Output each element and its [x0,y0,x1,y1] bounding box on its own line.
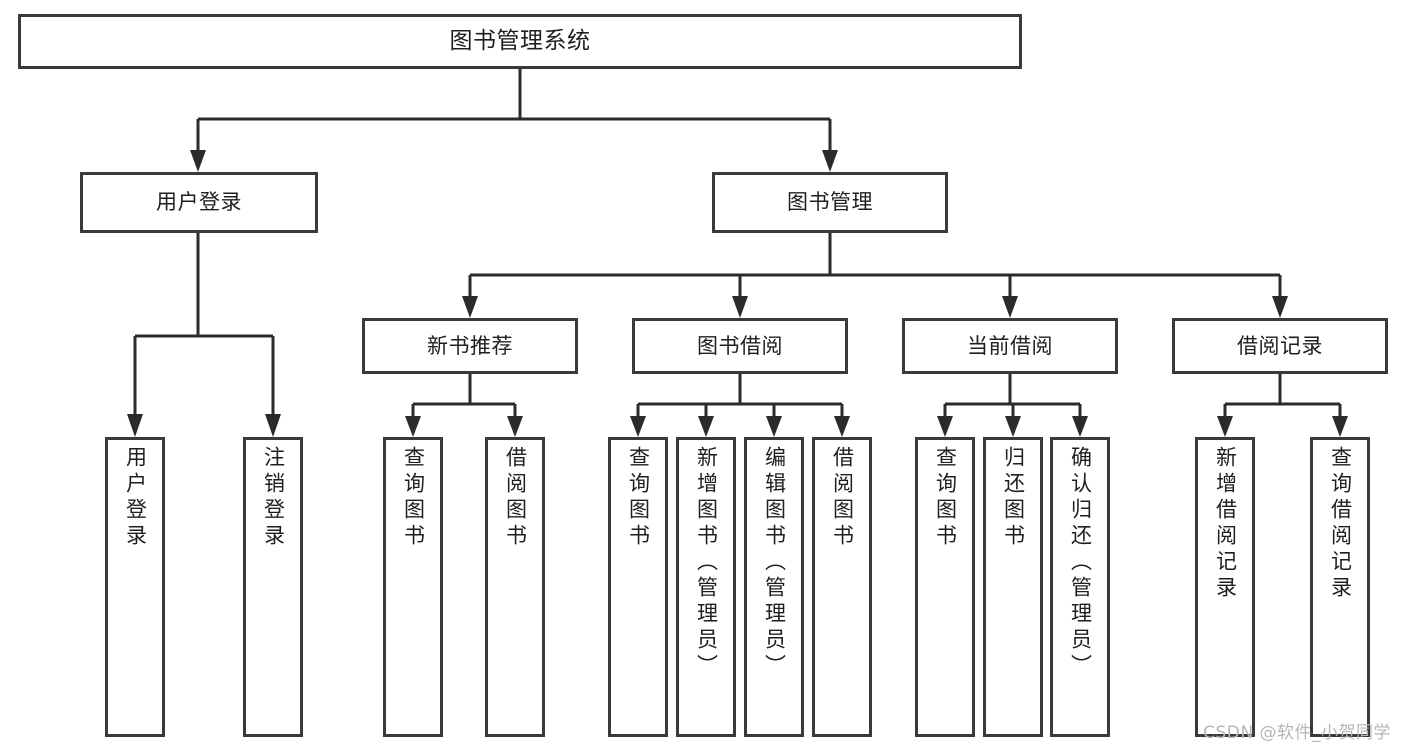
node-label: 用户登录 [123,446,148,550]
leaf-user-login[interactable]: 用户登录 [105,437,165,737]
leaf-query-book-recommend[interactable]: 查询图书 [383,437,443,737]
node-label: 借阅记录 [1237,333,1323,358]
leaf-query-book-borrow[interactable]: 查询图书 [608,437,668,737]
connector-user-login-stem [127,233,281,437]
leaf-borrow-book-recommend[interactable]: 借阅图书 [485,437,545,737]
node-label: 确认归还（管理员） [1068,446,1093,680]
leaf-confirm-return-admin[interactable]: 确认归还（管理员） [1050,437,1110,737]
node-label: 图书借阅 [697,333,783,358]
leaf-logout[interactable]: 注销登录 [243,437,303,737]
connector-current-stem [937,374,1088,437]
node-label: 新书推荐 [427,333,513,358]
connector-new-rec-stem [405,374,523,437]
leaf-borrow-book[interactable]: 借阅图书 [812,437,872,737]
node-root-system[interactable]: 图书管理系统 [18,14,1022,69]
node-current-borrow[interactable]: 当前借阅 [902,318,1118,374]
node-label: 归还图书 [1001,446,1026,550]
node-label: 查询借阅记录 [1328,446,1353,602]
node-label: 图书管理系统 [449,28,591,55]
node-label: 图书管理 [787,190,873,215]
node-book-management[interactable]: 图书管理 [712,172,948,233]
leaf-query-book-current[interactable]: 查询图书 [915,437,975,737]
node-book-borrow[interactable]: 图书借阅 [632,318,848,374]
connector-borrow-stem [630,374,850,437]
csdn-watermark: CSDN @软件_小贺同学 [1203,723,1391,743]
leaf-add-book-admin[interactable]: 新增图书（管理员） [676,437,736,737]
leaf-add-borrow-record[interactable]: 新增借阅记录 [1195,437,1255,737]
connector-root-bus [190,117,838,172]
node-label: 查询图书 [933,446,958,550]
node-label: 用户登录 [156,190,242,215]
node-borrow-history[interactable]: 借阅记录 [1172,318,1388,374]
node-label: 编辑图书（管理员） [762,446,787,680]
node-label: 新增图书（管理员） [694,446,719,680]
node-label: 当前借阅 [967,333,1053,358]
node-label: 注销登录 [261,446,286,550]
node-label: 查询图书 [626,446,651,550]
leaf-query-borrow-record[interactable]: 查询借阅记录 [1310,437,1370,737]
node-label: 查询图书 [401,446,426,550]
node-user-login[interactable]: 用户登录 [80,172,318,233]
connector-book-mgmt-stem [462,233,1288,318]
node-new-book-recommend[interactable]: 新书推荐 [362,318,578,374]
connector-history-stem [1217,374,1348,437]
node-label: 新增借阅记录 [1213,446,1238,602]
leaf-edit-book-admin[interactable]: 编辑图书（管理员） [744,437,804,737]
node-label: 借阅图书 [830,446,855,550]
leaf-return-book[interactable]: 归还图书 [983,437,1043,737]
node-label: 借阅图书 [503,446,528,550]
